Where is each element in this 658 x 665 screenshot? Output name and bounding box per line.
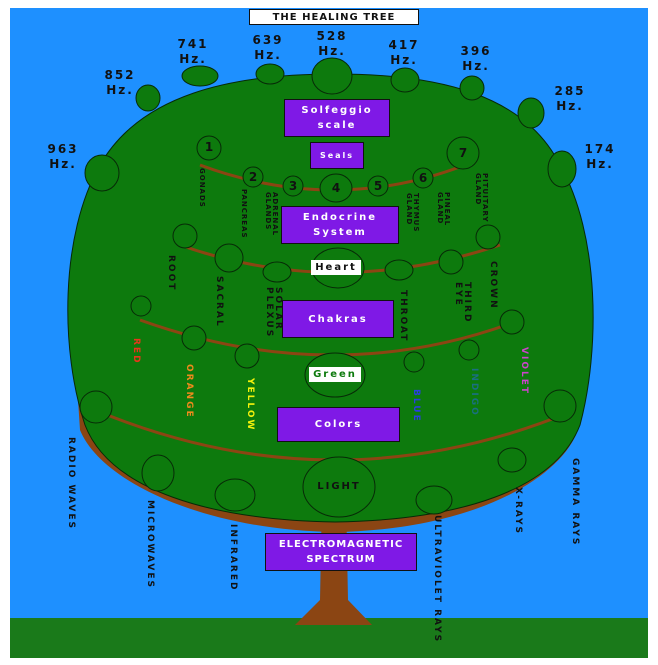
spectrum-radio-waves: Radio Waves xyxy=(66,437,76,530)
chakra-root: Root xyxy=(166,255,176,292)
seals-box: Seals xyxy=(310,142,364,169)
freq-label-285: 285 Hz. xyxy=(554,84,586,113)
seal-number-3: 3 xyxy=(288,179,298,193)
color-red: Red xyxy=(131,338,141,365)
spectrum-microwaves: Microwaves xyxy=(145,500,155,589)
gland-gonads: Gonads xyxy=(198,168,206,208)
heart-label: Heart xyxy=(311,260,361,275)
freq-label-396: 396 Hz. xyxy=(460,44,492,73)
colors-box: Colors xyxy=(277,407,400,442)
seal-number-2: 2 xyxy=(248,170,258,184)
freq-label-741: 741 Hz. xyxy=(177,37,209,66)
chakra-solar-plexus: Solar Plexus xyxy=(264,287,283,339)
chakras-box: Chakras xyxy=(282,300,394,338)
green-label: Green xyxy=(309,367,361,382)
chakra-crown: Crown xyxy=(488,261,498,310)
spectrum-gamma-rays: Gamma Rays xyxy=(570,458,580,547)
gland-pituitary: Pituitary Gland xyxy=(474,173,489,223)
color-yellow: Yellow xyxy=(245,378,255,432)
freq-label-852: 852 Hz. xyxy=(104,68,136,97)
freq-label-963: 963 Hz. xyxy=(47,142,79,171)
color-orange: Orange xyxy=(184,364,194,419)
color-violet: Violet xyxy=(519,347,529,395)
seal-number-7: 7 xyxy=(458,146,468,160)
gland-pancreas: Pancreas xyxy=(240,189,248,239)
electromagnetic-spectrum-box: Electromagnetic Spectrum xyxy=(265,533,417,571)
spectrum-x-rays: X-rays xyxy=(513,487,523,535)
chakra-throat: Throat xyxy=(398,290,408,343)
seal-number-1: 1 xyxy=(204,140,214,154)
freq-label-639: 639 Hz. xyxy=(252,33,284,62)
spectrum-ultraviolet-rays: Ultraviolet Rays xyxy=(432,515,442,644)
seal-number-5: 5 xyxy=(373,179,383,193)
page-title: The Healing Tree xyxy=(249,9,419,25)
freq-label-174: 174 Hz. xyxy=(584,142,616,171)
seal-number-4: 4 xyxy=(331,181,341,195)
endocrine-system-box: Endocrine System xyxy=(281,206,399,244)
light-label: Light xyxy=(317,481,361,492)
spectrum-infrared: Infrared xyxy=(228,524,238,592)
freq-label-528: 528 Hz. xyxy=(316,29,348,58)
chakra-third-eye: Third Eye xyxy=(453,282,472,324)
seal-number-6: 6 xyxy=(418,171,428,185)
solfeggio-scale-box: Solfeggio scale xyxy=(284,99,390,137)
gland-thymus: Thymus Gland xyxy=(405,193,420,233)
gland-adrenal: Adrenal Glands xyxy=(264,192,279,237)
gland-pineal: Pineal Gland xyxy=(436,192,451,227)
freq-label-417: 417 Hz. xyxy=(388,38,420,67)
chakra-sacral: Sacral xyxy=(214,276,224,328)
color-blue: Blue xyxy=(411,389,421,423)
color-indigo: Indigo xyxy=(469,368,479,417)
